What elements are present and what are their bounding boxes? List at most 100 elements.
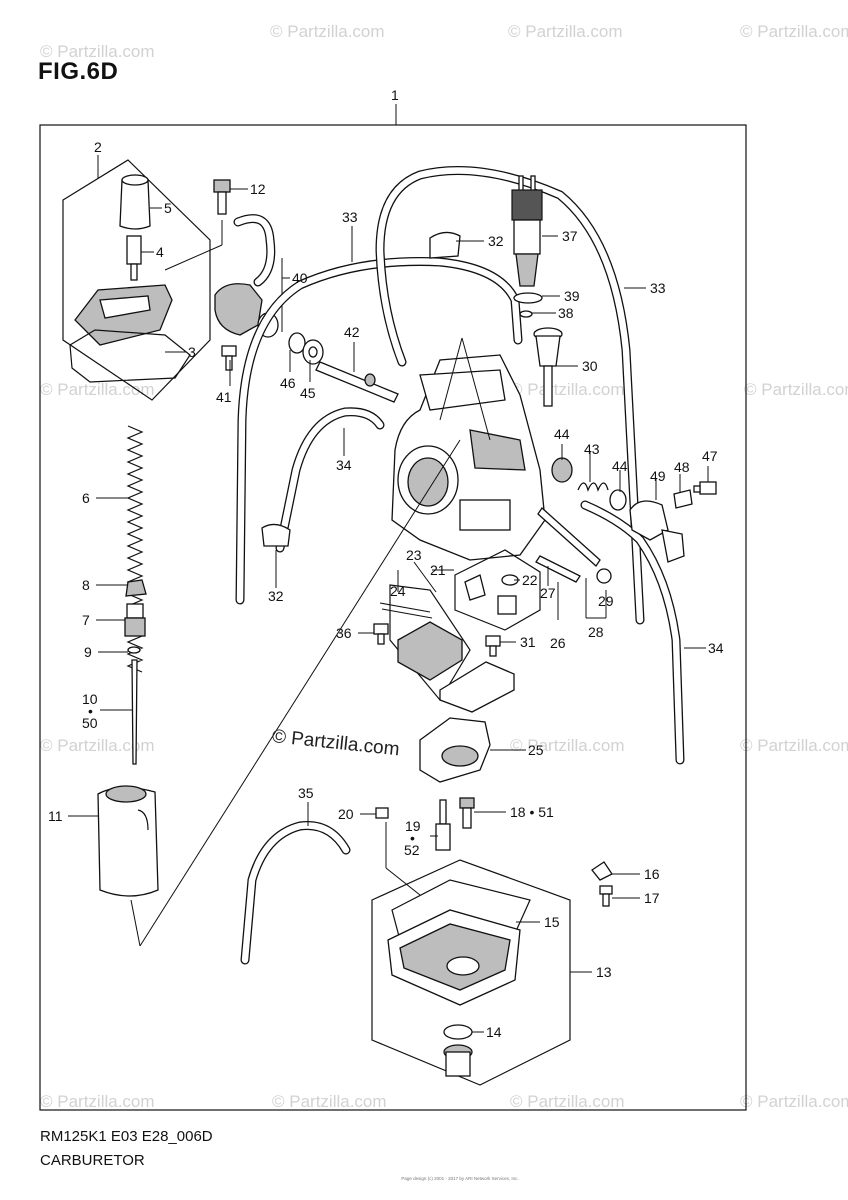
callout-29: 29 (598, 593, 614, 609)
callout-11: 11 (48, 808, 63, 824)
part-18-pilot-jet (459, 797, 475, 829)
callout-34b: 34 (708, 640, 724, 656)
part-47-screw (693, 481, 717, 495)
callout-1: 1 (391, 87, 399, 103)
part-42-shaft (315, 361, 399, 403)
watermark: © Partzilla.com (40, 380, 155, 399)
part-34-overflow-hose (275, 407, 685, 765)
callout-31: 31 (520, 634, 536, 650)
callout-19: 19 (405, 818, 421, 834)
callout-40: 40 (292, 270, 308, 286)
callout-10-dot: • (88, 703, 93, 719)
section-name: CARBURETOR (40, 1152, 145, 1169)
figure-title: FIG.6D (38, 58, 119, 85)
part-14-o-ring (443, 1024, 473, 1040)
callout-47: 47 (702, 448, 718, 464)
part-4-adjuster (126, 235, 142, 281)
callout-43: 43 (584, 441, 600, 457)
callout-33a: 33 (342, 209, 358, 225)
part-23-float (397, 621, 515, 713)
part-17-screw (599, 885, 613, 907)
callout-2: 2 (94, 139, 102, 155)
callout-7: 7 (82, 612, 90, 628)
watermark: © Partzilla.com (40, 736, 155, 755)
watermark: © Partzilla.com (740, 736, 848, 755)
callout-12: 12 (250, 181, 266, 197)
part-29-cap (596, 568, 612, 584)
watermark: © Partzilla.com (510, 380, 625, 399)
part-3-top-cover (69, 284, 191, 383)
watermark: © Partzilla.com (508, 22, 623, 41)
part-30-plunger-cap (533, 327, 563, 407)
part-39-o-ring (513, 292, 543, 304)
callout-labels: 1 2 5 4 3 6 8 7 9 10 • 50 11 12 40 41 46… (48, 87, 724, 1040)
callout-44a: 44 (554, 426, 570, 442)
part-21-needle-valve (464, 574, 517, 615)
carburetor-body (391, 354, 546, 561)
watermark: © Partzilla.com (740, 22, 848, 41)
part-19-main-jet (435, 799, 451, 851)
callout-26: 26 (550, 635, 566, 651)
part-7-needle-holder (124, 603, 146, 637)
callout-28: 28 (588, 624, 604, 640)
part-43-spring (577, 482, 609, 492)
callout-33b: 33 (650, 280, 666, 296)
callout-39: 39 (564, 288, 580, 304)
callout-30: 30 (582, 358, 598, 374)
watermark: © Partzilla.com (272, 1092, 387, 1111)
callout-10: 10 (82, 691, 98, 707)
callout-32a: 32 (488, 233, 504, 249)
part-32-clamp (261, 523, 291, 547)
callout-15: 15 (544, 914, 560, 930)
watermark: © Partzilla.com (40, 42, 155, 61)
float-valve-group-outline (454, 549, 541, 631)
model-code: RM125K1 E03 E28_006D (40, 1128, 213, 1145)
callout-16: 16 (644, 866, 660, 882)
top-cap-group-outline (62, 159, 211, 401)
part-44-washer (551, 457, 573, 483)
part-16-clamp (591, 861, 613, 881)
callout-3: 3 (188, 344, 196, 360)
part-9-clip (127, 646, 141, 654)
float-bowl-group-outline (371, 859, 571, 1086)
part-33-vent-hose (235, 166, 645, 625)
callout-18: 18 • 51 (510, 804, 554, 820)
callout-41: 41 (216, 389, 232, 405)
part-40-throttle-sensor (214, 214, 324, 365)
leader-lines (68, 188, 709, 1033)
part-14-drain-plug (443, 1044, 473, 1077)
callout-52: 52 (404, 842, 420, 858)
watermark: © Partzilla.com (40, 1092, 155, 1111)
callout-4: 4 (156, 244, 164, 260)
part-35-drain-hose (240, 821, 351, 965)
callout-25: 25 (528, 742, 544, 758)
callout-13: 13 (596, 964, 612, 980)
part-49-lever (629, 500, 685, 563)
part-13-float-bowl (387, 909, 521, 1006)
watermark: © Partzilla.com (270, 22, 385, 41)
callout-35: 35 (298, 785, 314, 801)
callout-20: 20 (338, 806, 354, 822)
callout-37: 37 (562, 228, 578, 244)
callout-34a: 34 (336, 457, 352, 473)
part-26-screw (535, 555, 581, 583)
part-25-bowl-cover (419, 717, 491, 783)
callout-17: 17 (644, 890, 660, 906)
part-11-throttle-valve (97, 785, 159, 897)
callout-14: 14 (486, 1024, 502, 1040)
float-group-outline (389, 584, 471, 702)
callout-50: 50 (82, 715, 98, 731)
callout-46: 46 (280, 375, 296, 391)
part-8-seat (125, 579, 147, 597)
assembly-frame (39, 124, 747, 1111)
callout-48: 48 (674, 459, 690, 475)
callout-49: 49 (650, 468, 666, 484)
callout-32b: 32 (268, 588, 284, 604)
callout-22: 22 (522, 572, 538, 588)
callout-6: 6 (82, 490, 90, 506)
part-5-cap (119, 174, 151, 230)
part-31-screw (485, 635, 501, 657)
part-32-clamp (429, 231, 461, 259)
callout-21: 21 (430, 562, 446, 578)
